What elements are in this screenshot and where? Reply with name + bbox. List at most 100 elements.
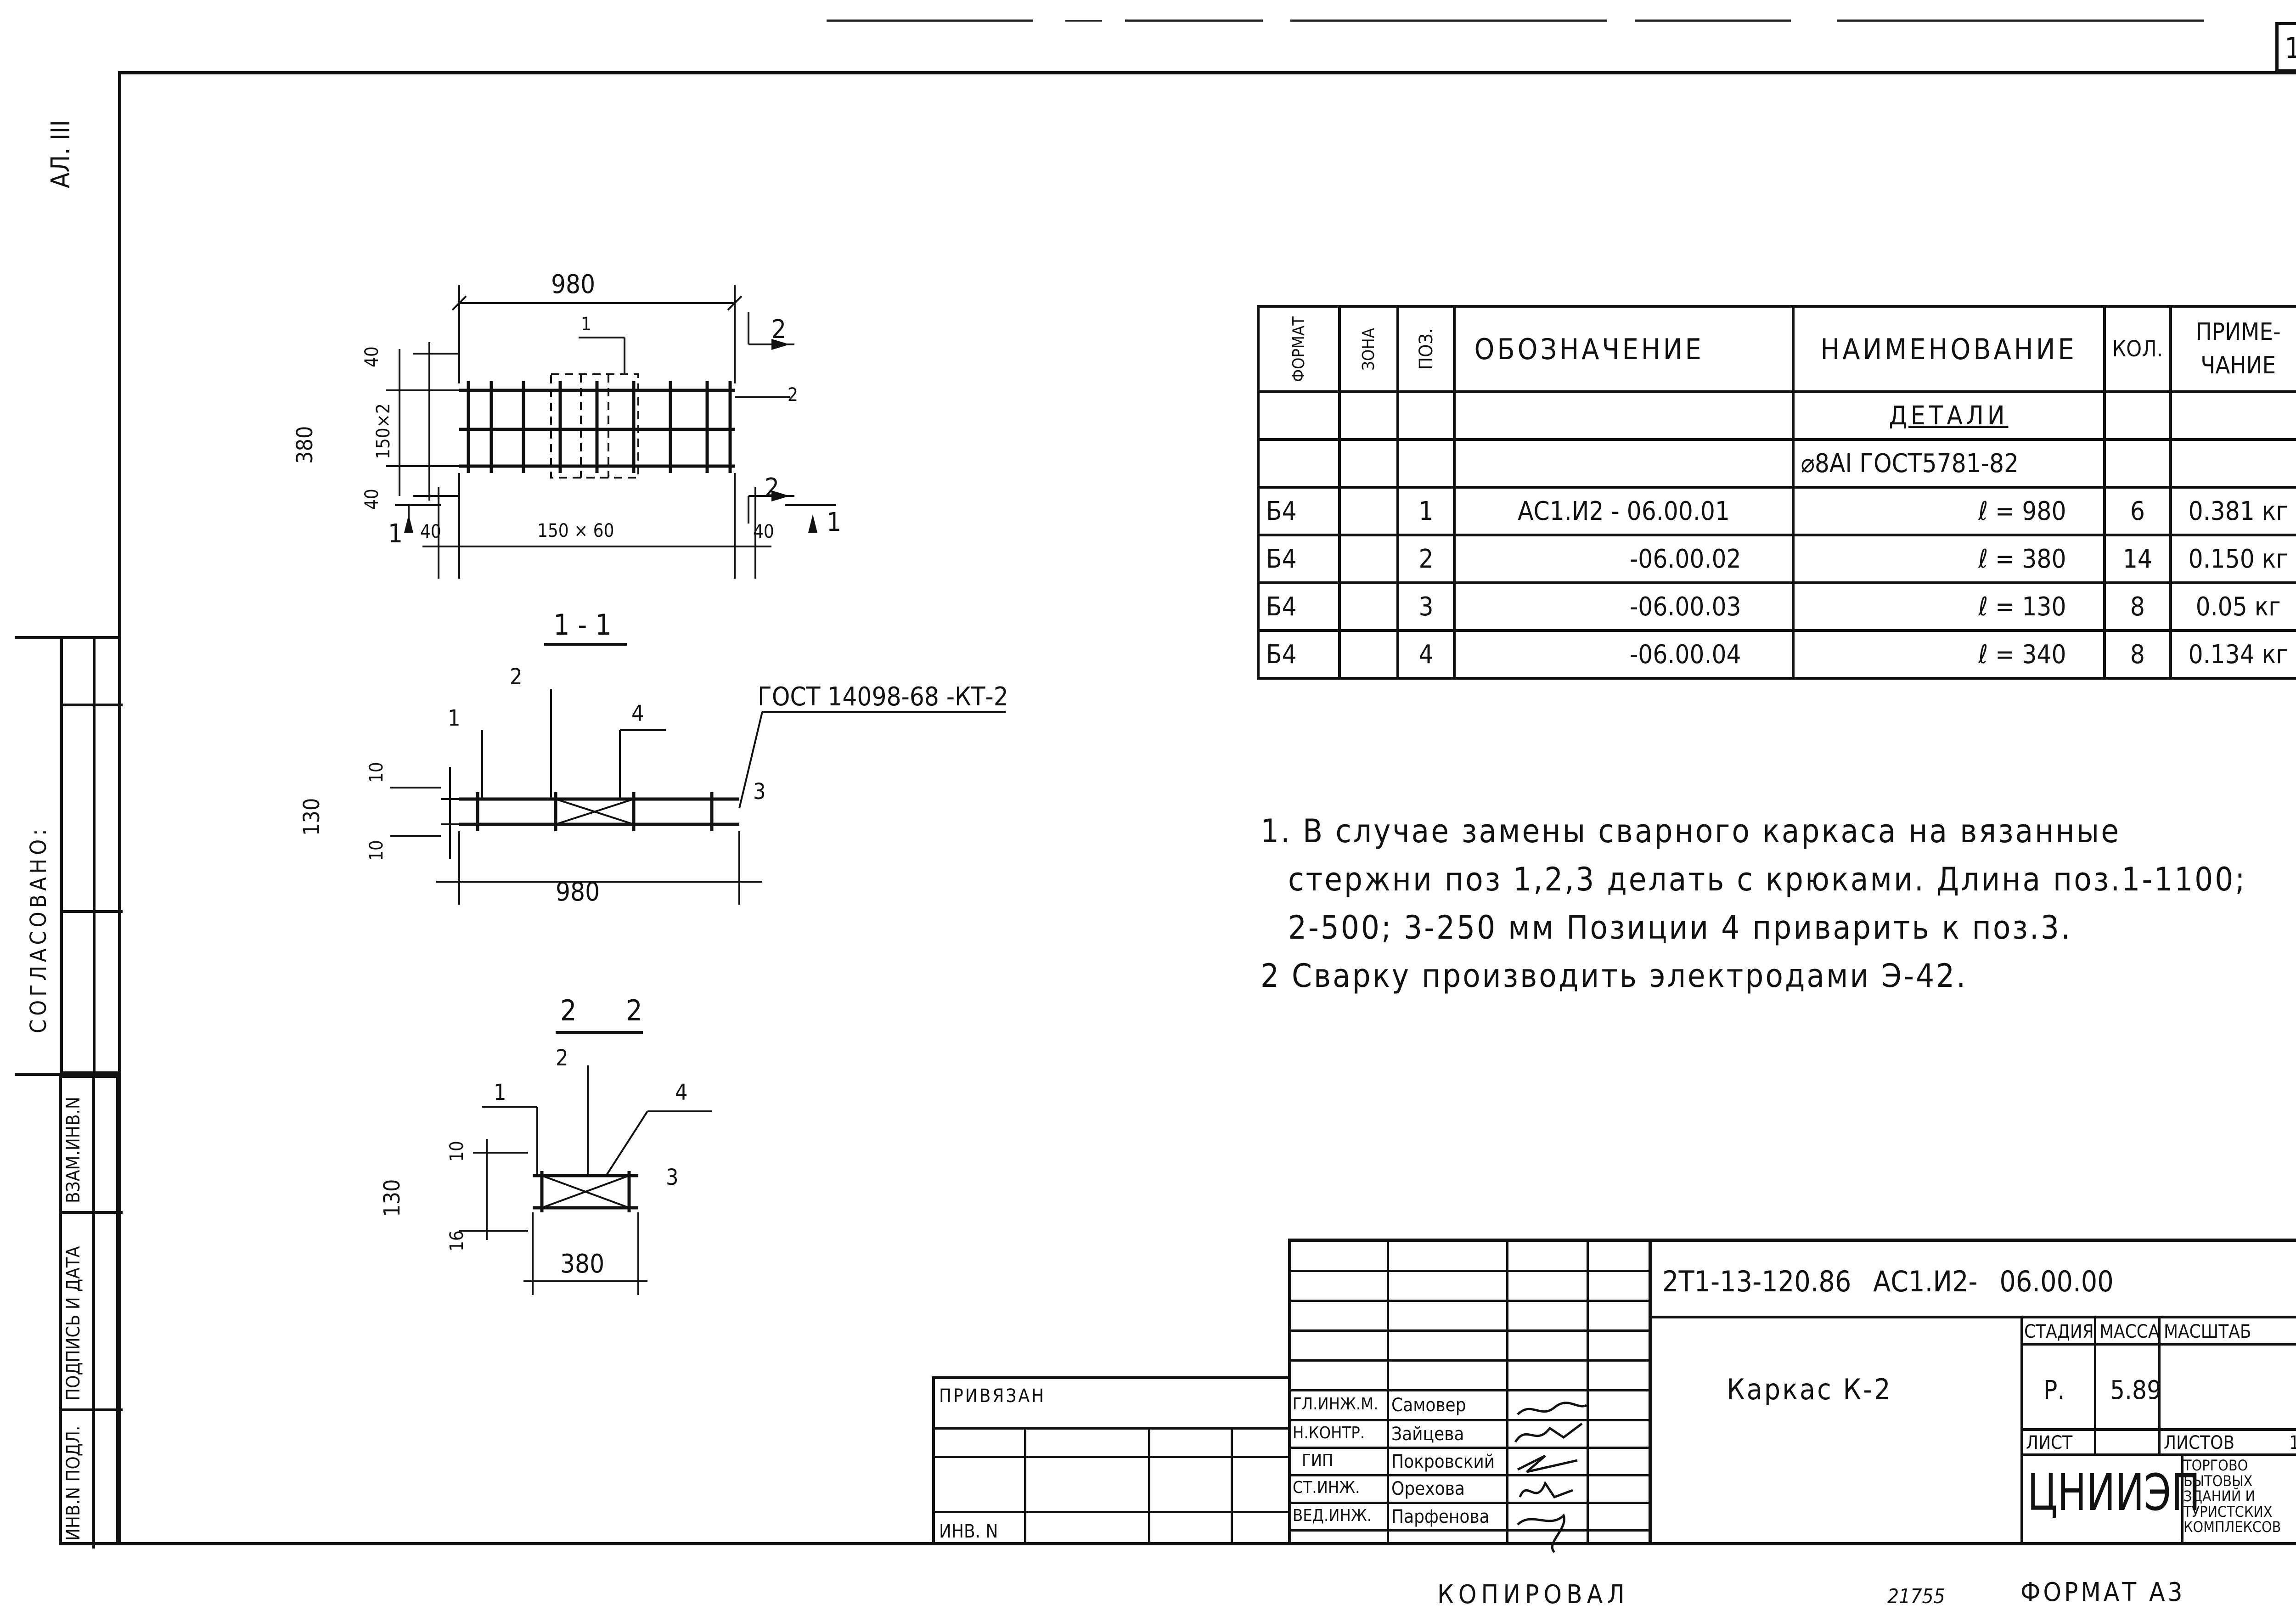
table-row: Б4 4 -06.00.04 ℓ = 340 8 0.134 кг	[1257, 629, 2296, 680]
spec-col-pos: ПОЗ.	[1396, 305, 1456, 393]
spec-col-designation: ОБОЗНАЧЕНИЕ	[1453, 305, 1795, 393]
plan-dim-150x2: 150×2	[373, 403, 394, 459]
doc-code: 2Т1-13-120.86 АС1.И2- 06.00.00	[1662, 1265, 2114, 1298]
spec-material: ⌀8АI ГОСТ5781-82	[1791, 438, 2106, 489]
spec-col-qty: КОЛ.	[2103, 305, 2172, 393]
signer-role: ГЛ.ИНЖ.М.	[1293, 1395, 1379, 1414]
signer-role: СТ.ИНЖ.	[1293, 1478, 1360, 1497]
sign-date-label: ПОДПИСЬ И ДАТА	[63, 1246, 84, 1401]
stage-value: Р.	[2043, 1375, 2065, 1405]
title-block	[1288, 1239, 2296, 1545]
agreed-stamp-grid	[60, 636, 123, 1078]
section-2-pos-1: 1	[494, 1080, 506, 1105]
section-2-dim-10: 10	[446, 1141, 467, 1162]
plan-cut-1-right: 1	[827, 507, 842, 537]
plan-dim-150x60: 150 × 60	[537, 520, 614, 541]
signer-name: Самовер	[1391, 1395, 1466, 1416]
plan-height-dim: 380	[292, 426, 318, 464]
note-line-4: 2 Сварку производить электродами Э-42.	[1261, 957, 1968, 995]
section-1-pos-3: 3	[753, 779, 766, 805]
note-line-3: 2-500; 3-250 мм Позиции 4 приварить к по…	[1288, 909, 2072, 946]
agreed-stamp-top-line	[15, 636, 119, 639]
spec-col-note: ПРИМЕ-ЧАНИЕ	[2169, 305, 2296, 393]
plan-dim-40-top: 40	[361, 346, 383, 367]
section-2-title: 2 2	[560, 994, 642, 1027]
inv-orig-label: ИНВ.N ПОДЛ.	[63, 1425, 84, 1541]
spec-col-name: НАИМЕНОВАНИЕ	[1791, 305, 2106, 393]
copied-label: КОПИРОВАЛ	[1437, 1580, 1629, 1610]
org-logo: ЦНИИЭП	[2027, 1463, 2200, 1522]
signer-name: Парфенова	[1391, 1506, 1490, 1527]
spec-col-format: ФОРМАТ	[1257, 305, 1341, 393]
section-2-pos-2: 2	[556, 1045, 568, 1071]
section-1-dim-10-top: 10	[366, 762, 387, 783]
plan-dim-40-bottom: 40	[361, 489, 383, 510]
signer-role: ГИП	[1302, 1451, 1334, 1470]
signer-role: Н.КОНТР.	[1293, 1424, 1365, 1442]
section-1-pos-2: 2	[510, 664, 523, 690]
inventory-stamp-grid	[59, 1075, 123, 1549]
stamp-number: 21755	[1887, 1585, 1945, 1608]
plan-cut-2-top: 2	[771, 315, 787, 344]
signer-name: Покровский	[1391, 1451, 1495, 1472]
cage-plan-drawing	[386, 285, 836, 579]
signer-name: Орехова	[1391, 1478, 1465, 1499]
plan-pos-1: 1	[581, 314, 591, 335]
plan-cut-1-left: 1	[388, 519, 403, 549]
section-1-title-underline	[544, 643, 627, 646]
outer-frame	[118, 71, 2296, 1545]
section-1-title: 1 - 1	[553, 608, 612, 642]
section-2-dim-16: 16	[446, 1230, 467, 1251]
section-2-dim-380: 380	[560, 1249, 605, 1279]
table-row: Б4 2 -06.00.02 ℓ = 380 14 0.150 кг	[1257, 534, 2296, 584]
section-1-dim-130: 130	[299, 798, 325, 836]
section-1-dim-10-bottom: 10	[366, 840, 387, 861]
section-2-drawing	[459, 1065, 712, 1295]
plan-dim-40-left: 40	[420, 521, 441, 542]
mass-label: МАССА	[2099, 1321, 2160, 1342]
signer-role: ВЕД.ИНЖ.	[1293, 1506, 1372, 1525]
signatures	[1514, 1402, 1587, 1553]
sheets-value: 1	[2289, 1432, 2296, 1453]
bound-label: ПРИВЯЗАН	[939, 1385, 1046, 1407]
spec-section-title: ДЕТАЛИ	[1791, 390, 2106, 441]
section-1-dim-980: 980	[556, 877, 600, 907]
plan-top-dim: 980	[551, 270, 596, 299]
plan-dim-40-right: 40	[753, 521, 774, 542]
section-1-pos-4: 4	[631, 701, 644, 727]
section-2-dim-130: 130	[379, 1179, 405, 1217]
stage-label: СТАДИЯ	[2024, 1321, 2094, 1342]
top-edge-dashes	[827, 19, 2204, 22]
section-1-pos-1: 1	[448, 705, 461, 731]
sheet-label: ЛИСТ	[2026, 1432, 2073, 1453]
spec-material-row: ⌀8АI ГОСТ5781-82	[1257, 438, 2296, 489]
signer-name: Зайцева	[1391, 1424, 1464, 1445]
section-2-title-underline	[556, 1031, 643, 1034]
section-2-pos-3: 3	[666, 1165, 679, 1190]
agreed-label: СОГЛАСОВАНО:	[26, 825, 51, 1033]
sheet-number-box	[2275, 22, 2296, 73]
drawing-title: Каркас К-2	[1727, 1373, 1892, 1406]
section-1-gost: ГОСТ 14098-68 -КТ-2	[758, 682, 1008, 712]
inv-label: ИНВ. N	[939, 1521, 998, 1542]
spec-section-row: ДЕТАЛИ	[1257, 390, 2296, 441]
note-line-2: стержни поз 1,2,3 делать с крюками. Длин…	[1288, 861, 2247, 898]
spec-header-row: ФОРМАТ ЗОНА ПОЗ. ОБОЗНАЧЕНИЕ НАИМЕНОВАНИ…	[1257, 305, 2296, 393]
table-row: Б4 1 АС1.И2 - 06.00.01 ℓ = 980 6 0.381 к…	[1257, 486, 2296, 536]
spec-col-zone: ЗОНА	[1338, 305, 1399, 393]
format-label: ФОРМАТ А3	[2020, 1577, 2185, 1607]
specification-table: ФОРМАТ ЗОНА ПОЗ. ОБОЗНАЧЕНИЕ НАИМЕНОВАНИ…	[1257, 305, 2296, 680]
scale-label: МАСШТАБ	[2164, 1321, 2251, 1342]
sheet-number: 14	[2285, 31, 2296, 65]
agreed-stamp-bottom-line	[15, 1073, 119, 1076]
section-2-pos-4: 4	[675, 1080, 688, 1105]
org-name: ТОРГОВО БЫТОВЫХ ЗДАНИЙ И ТУРИСТСКИХ КОМП…	[2183, 1457, 2281, 1536]
sheets-label: ЛИСТОВ	[2164, 1432, 2235, 1453]
table-row: Б4 3 -06.00.03 ℓ = 130 8 0.05 кг	[1257, 581, 2296, 632]
album-label: АЛ. III	[46, 120, 76, 188]
section-1-drawing	[390, 689, 1006, 905]
plan-cut-2-bottom: 2	[765, 473, 780, 503]
mass-value: 5.89	[2110, 1375, 2162, 1405]
replace-inv-label: ВЗАМ.ИНВ.N	[63, 1097, 84, 1203]
note-line-1: 1. В случае замены сварного каркаса на в…	[1261, 812, 2121, 850]
